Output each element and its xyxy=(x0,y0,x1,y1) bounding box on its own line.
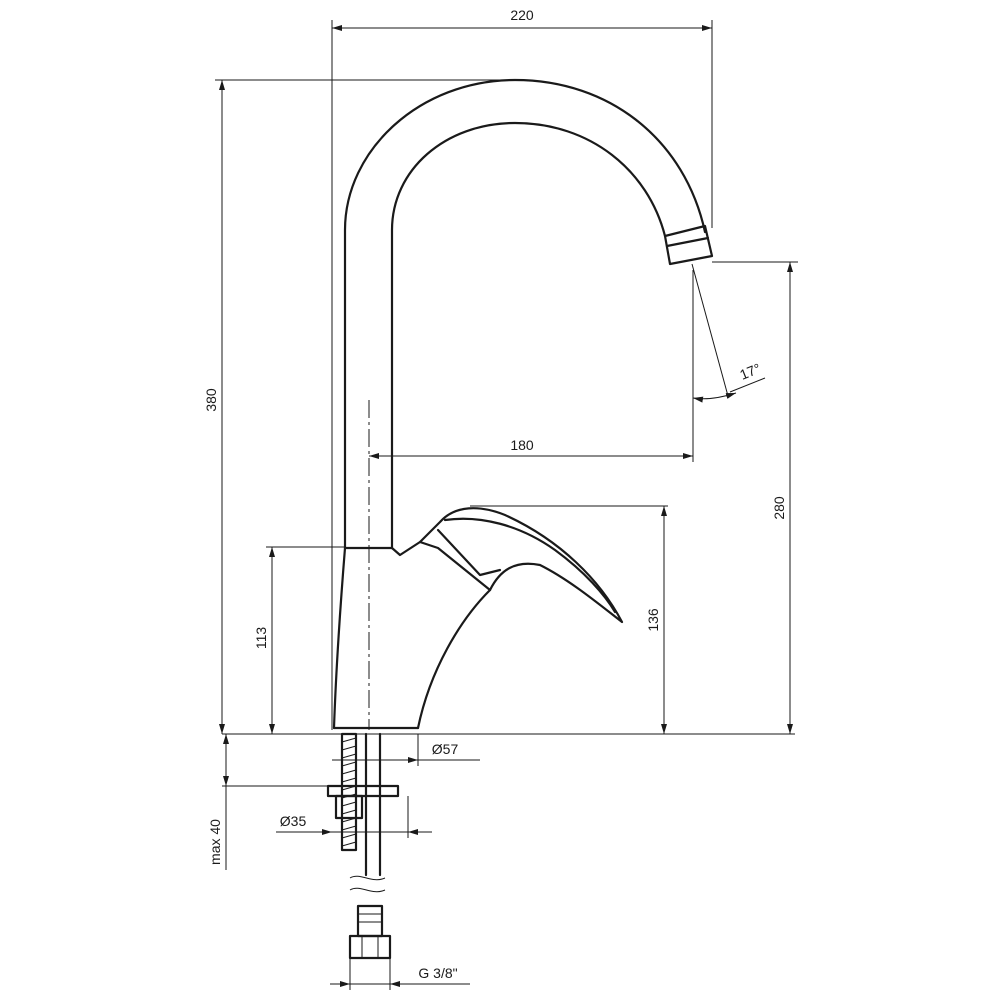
hose-break xyxy=(349,875,386,893)
mounting-assembly xyxy=(222,732,795,960)
dim-180-label: 180 xyxy=(510,437,534,453)
spout-inner xyxy=(390,121,667,550)
dim-thread-label: G 3/8" xyxy=(418,965,457,981)
dim-136-label: 136 xyxy=(645,608,661,632)
threaded-rod xyxy=(340,732,358,852)
spout-outer xyxy=(343,78,707,550)
aerator xyxy=(663,224,714,266)
thread-hatch xyxy=(341,737,357,847)
connector-nut xyxy=(348,934,392,960)
lever-inner xyxy=(443,517,617,614)
dim-113-label: 113 xyxy=(253,627,269,650)
dim-280-label: 280 xyxy=(771,496,787,520)
dim-35-label: Ø35 xyxy=(280,813,307,829)
dim-220-label: 220 xyxy=(510,7,534,23)
angle-ray xyxy=(691,263,729,397)
connector-body xyxy=(356,904,384,938)
dimension-lines: 220 380 180 280 113 136 17° Ø57 xyxy=(203,7,798,990)
angle-arc xyxy=(692,392,737,403)
body-left xyxy=(332,546,347,730)
dim-380-label: 380 xyxy=(203,388,219,412)
dim-angle-label: 17° xyxy=(737,360,763,383)
aerator-edge xyxy=(665,236,710,248)
mounting-plate xyxy=(326,784,400,798)
lever-handle xyxy=(418,507,624,624)
body-right xyxy=(390,540,492,730)
lever-joint xyxy=(436,528,502,577)
dim-max40-label: max 40 xyxy=(207,819,223,865)
mounting-nut xyxy=(334,794,364,820)
dim-57-label: Ø57 xyxy=(432,741,459,757)
